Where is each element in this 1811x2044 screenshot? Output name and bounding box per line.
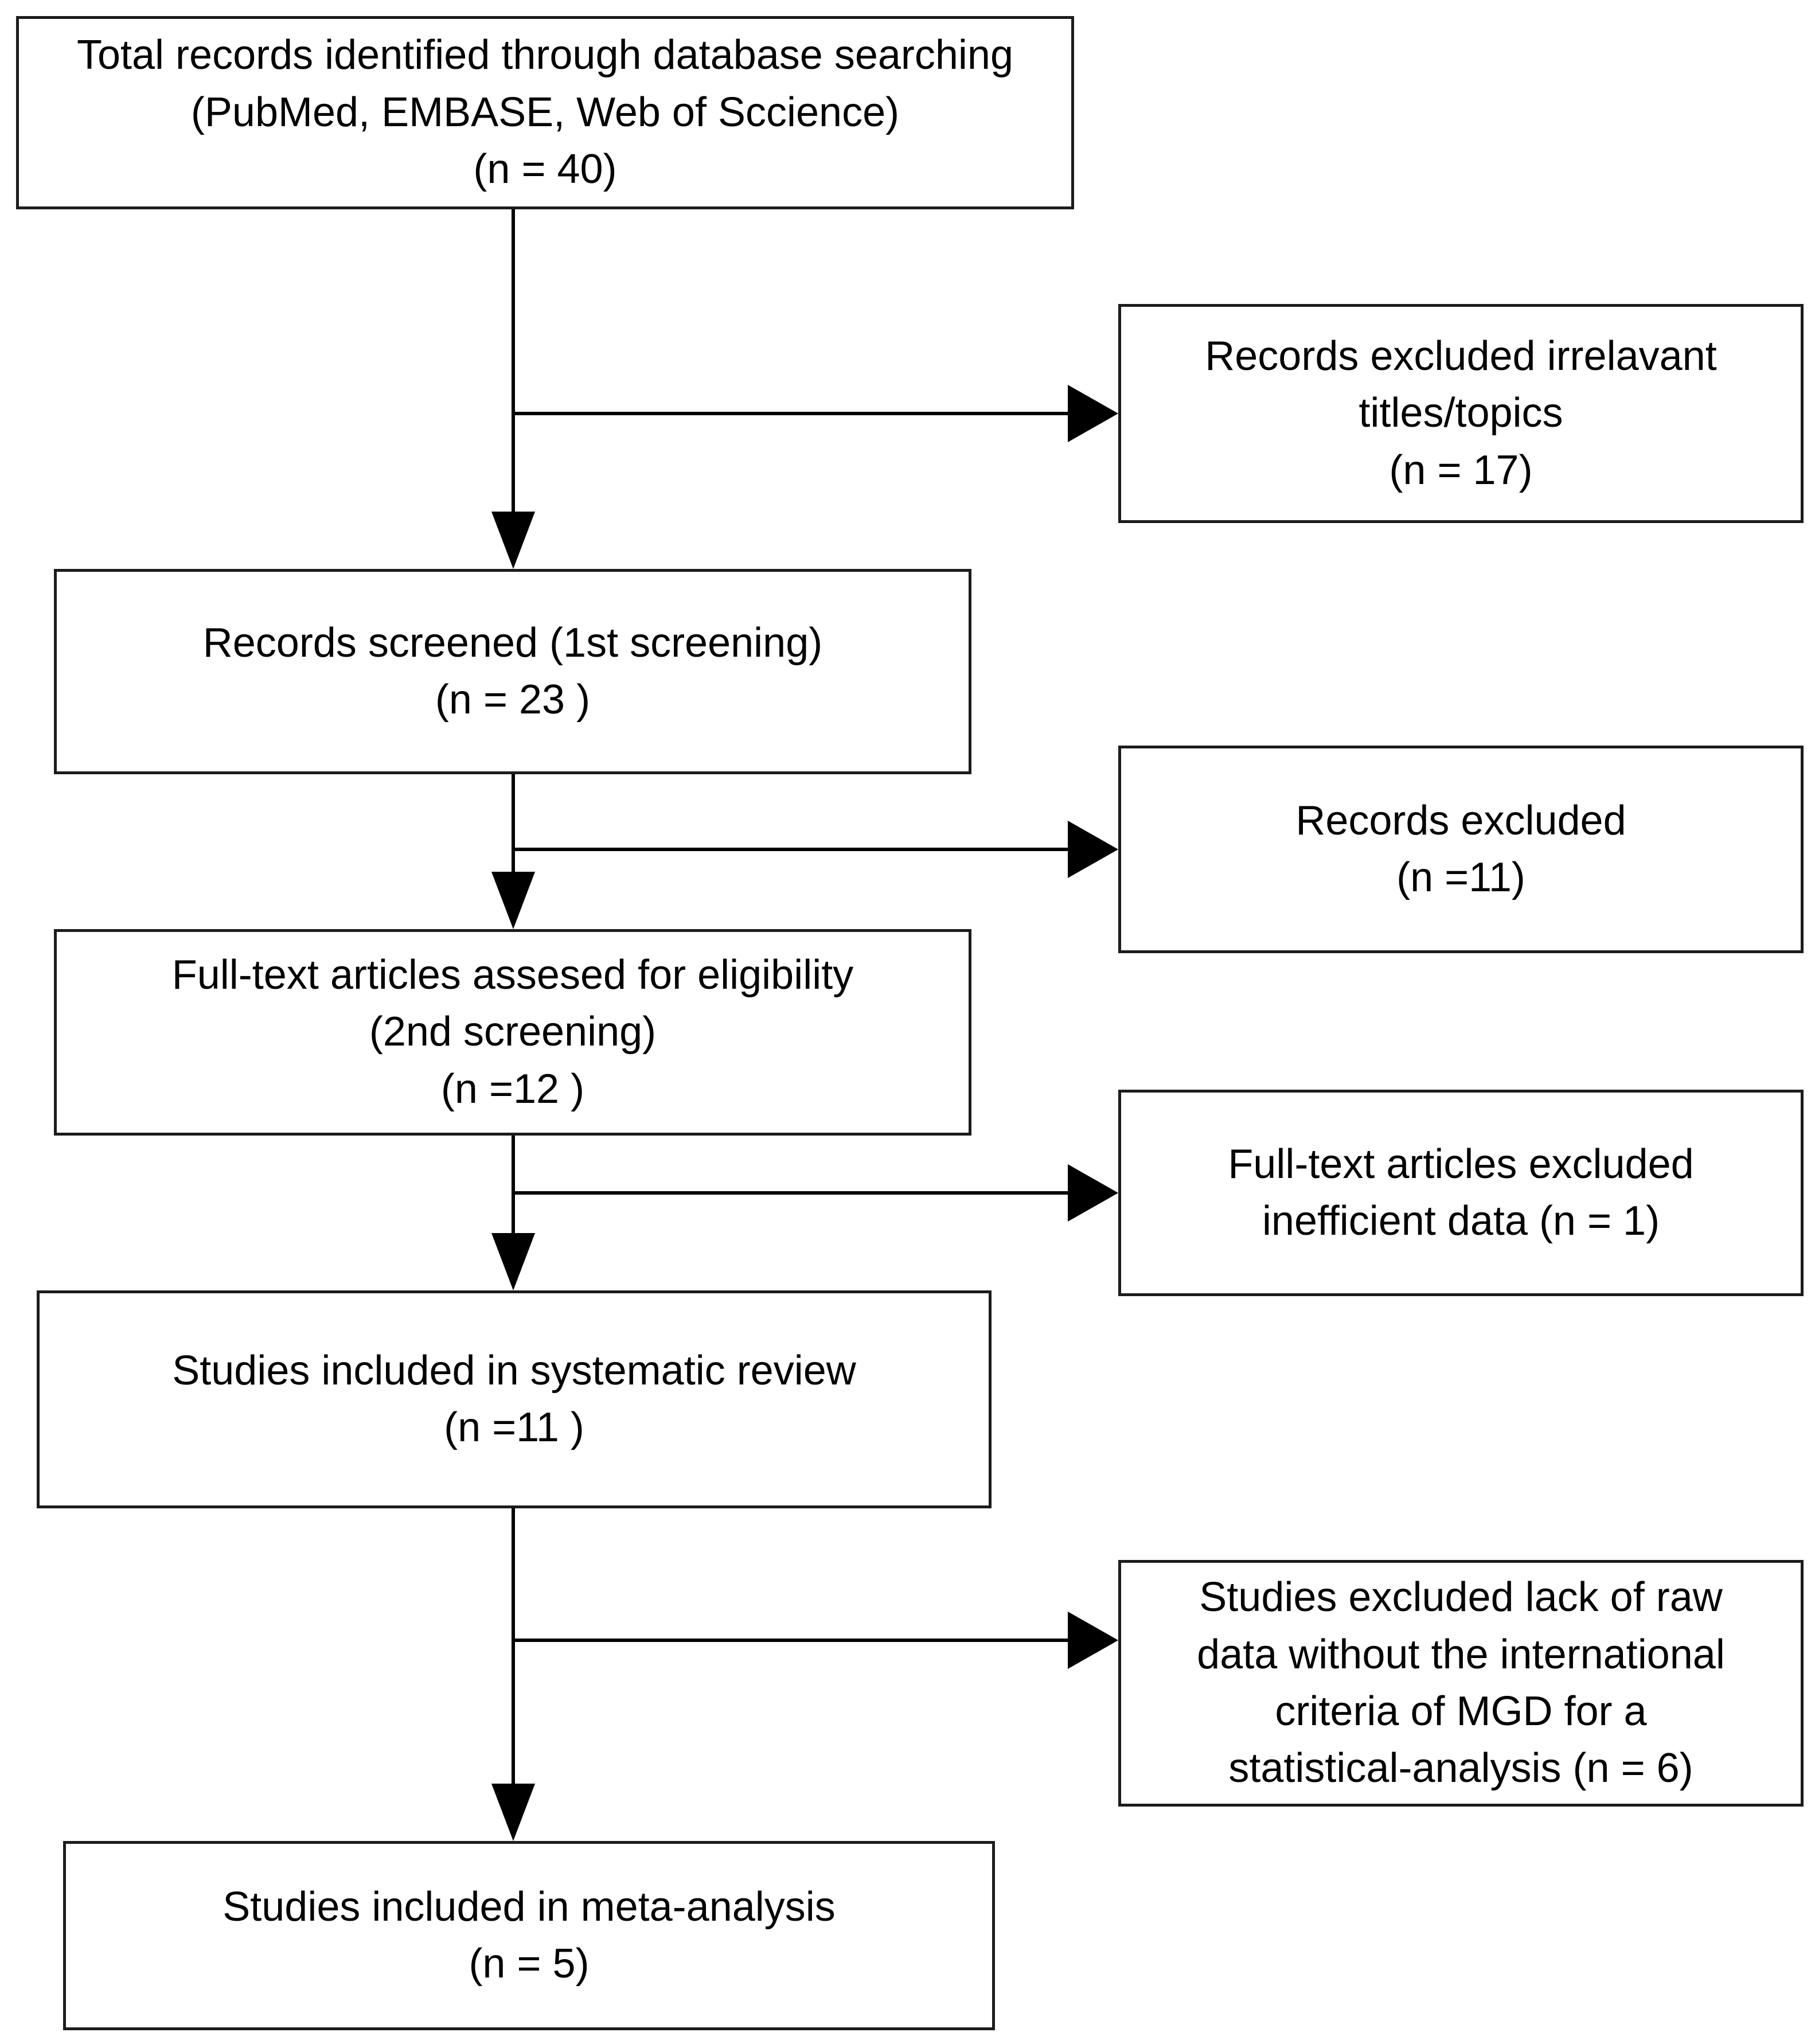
connector-identification-to-screening: [512, 209, 515, 530]
box-records-screened-count: (n = 23 ): [435, 677, 591, 723]
arrowhead-down-to-systematic-icon: [491, 1233, 535, 1290]
arrowhead-down-to-screening-icon: [491, 512, 535, 569]
connector-branch-to-excluded-records: [512, 848, 1068, 851]
box-meta-analysis: Studies included in meta-analysis (n = 5…: [63, 1841, 995, 2030]
box-excluded-studies-line1: Studies excluded lack of raw: [1199, 1574, 1723, 1621]
box-systematic-review: Studies included in systematic review (n…: [37, 1290, 992, 1508]
connector-eligibility-to-systematic: [512, 1136, 515, 1242]
box-excluded-studies-line3: criteria of MGD for a: [1275, 1688, 1647, 1734]
box-excluded-titles-line1: Records excluded irrelavant: [1205, 333, 1717, 379]
box-excluded-fulltext: Full-text articles excluded inefficient …: [1118, 1090, 1804, 1296]
box-excluded-titles-line2: titles/topics: [1359, 390, 1563, 436]
box-excluded-titles-topics: Records excluded irrelavant titles/topic…: [1118, 304, 1804, 523]
connector-screening-to-eligibility: [512, 774, 515, 880]
arrowhead-right-to-excluded-records-icon: [1068, 821, 1118, 878]
box-excluded-records: Records excluded (n =11): [1118, 746, 1804, 953]
box-systematic-review-line1: Studies included in systematic review: [172, 1347, 856, 1394]
box-records-screened-line1: Records screened (1st screening): [202, 619, 823, 666]
box-excluded-titles-count: (n = 17): [1389, 447, 1533, 493]
arrowhead-down-to-meta-icon: [491, 1784, 535, 1841]
connector-branch-to-excluded-titles: [512, 412, 1068, 415]
box-excluded-records-count: (n =11): [1396, 855, 1525, 900]
box-excluded-records-line1: Records excluded: [1295, 797, 1626, 844]
box-excluded-studies-line2: data without the international: [1197, 1631, 1725, 1678]
box-records-identified-line2: (PubMed, EMBASE, Web of Sccience): [190, 89, 900, 135]
box-excluded-studies-line4: statistical-analysis (n = 6): [1228, 1745, 1693, 1792]
box-excluded-fulltext-line2: inefficient data (n = 1): [1262, 1198, 1660, 1244]
arrowhead-right-to-excluded-titles-icon: [1068, 385, 1118, 442]
box-fulltext-assessed-count: (n =12 ): [440, 1066, 585, 1112]
connector-branch-to-excluded-fulltext: [512, 1191, 1068, 1195]
box-records-identified: Total records identified through databas…: [16, 16, 1074, 209]
arrowhead-down-to-eligibility-icon: [491, 872, 535, 929]
box-excluded-studies: Studies excluded lack of raw data withou…: [1118, 1560, 1804, 1807]
connector-systematic-to-meta: [512, 1508, 515, 1795]
box-meta-analysis-count: (n = 5): [469, 1941, 590, 1987]
box-fulltext-assessed: Full-text articles assesed for eligibili…: [54, 929, 971, 1136]
box-systematic-review-count: (n =11 ): [444, 1405, 584, 1450]
arrowhead-right-to-excluded-fulltext-icon: [1068, 1164, 1118, 1222]
box-fulltext-assessed-line1: Full-text articles assesed for eligibili…: [171, 951, 854, 998]
arrowhead-right-to-excluded-studies-icon: [1068, 1612, 1118, 1669]
box-records-screened: Records screened (1st screening) (n = 23…: [54, 569, 971, 774]
box-excluded-fulltext-line1: Full-text articles excluded: [1228, 1141, 1694, 1187]
box-fulltext-assessed-line2: (2nd screening): [369, 1009, 657, 1055]
box-records-identified-count: (n = 40): [473, 146, 617, 193]
box-records-identified-line1: Total records identified through databas…: [76, 32, 1014, 79]
box-meta-analysis-line1: Studies included in meta-analysis: [223, 1883, 836, 1930]
connector-branch-to-excluded-studies: [512, 1639, 1068, 1642]
